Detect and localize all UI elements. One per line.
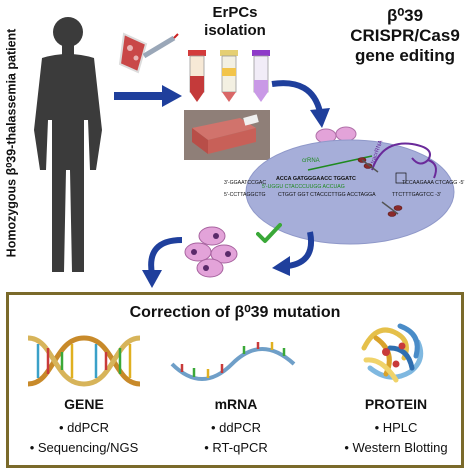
correction-title: Correction of β⁰39 mutation [129, 304, 341, 321]
bottom-strand-left: 5'-CCTTAGGCTG [224, 192, 266, 198]
protein-heading: PROTEIN [364, 396, 428, 412]
mrna-illustration [170, 342, 296, 381]
edited-cells [184, 226, 238, 278]
isolation-title-line1: ErPCs [212, 4, 258, 21]
tube-2 [220, 50, 238, 102]
editing-title-line3: gene editing [354, 46, 456, 65]
isolation-title-line2: isolation [204, 22, 266, 39]
dna-helix-illustration [27, 335, 141, 387]
check-icon [256, 223, 282, 243]
centrifuge-tubes [188, 50, 270, 102]
scissors-icon-bottom [381, 201, 403, 217]
protein-illustration [361, 323, 424, 383]
protein-item-hplc: • HPLC [374, 420, 418, 435]
mrna-item-rtqpcr: • RT-qPCR [204, 440, 268, 455]
editing-title-line2: CRISPR/Cas9 [350, 26, 460, 45]
pam-box [395, 172, 407, 184]
guide-sequence: 5'-UGGU CTACCCUUGG ACCUAG [262, 184, 345, 190]
arrow-to-edited-cells [272, 231, 314, 276]
tube-1 [188, 50, 206, 102]
arrow-to-editing [271, 80, 330, 128]
correction-panel [6, 292, 464, 468]
culture-flask [184, 110, 270, 160]
gene-heading: GENE [64, 396, 104, 412]
gene-item-sequencing: • Sequencing/NGS [29, 440, 139, 455]
blood-bag-syringe [118, 32, 179, 74]
mrna-item-ddpcr: • ddPCR [210, 420, 262, 435]
isolation-title: ErPCs isolation [175, 4, 295, 40]
top-strand-left: 3'-GGAATCCGAC [224, 180, 266, 186]
protein-item-western: • Western Blotting [344, 440, 448, 455]
arrow-to-correction [142, 237, 183, 288]
mrna-heading: mRNA [214, 396, 258, 412]
bottom-strand-right: TTCTTTGAGTCC -3' [392, 192, 441, 198]
top-strand-right: TCCAAGAAA CTCAGG -5' [402, 180, 464, 186]
editing-title: β⁰39 CRISPR/Cas9 gene editing [340, 6, 470, 66]
bottom-strand-mid: CTGGT GGT CTACCCTTGG ACCTAGGA [278, 192, 376, 198]
patient-label: Homozygous β⁰39-thalassemia patient [2, 8, 20, 278]
patient-label-text: Homozygous β⁰39-thalassemia patient [4, 28, 19, 258]
crispr-complex: tracrRNA crRNA 3'-GGAATCCGAC ACCA GATGGG… [224, 139, 464, 245]
crrna-label: crRNA [302, 158, 320, 164]
gene-item-ddpcr: • ddPCR [58, 420, 110, 435]
tube-3 [252, 50, 270, 102]
scissors-icon-top [357, 157, 379, 173]
patient-silhouette [34, 17, 102, 272]
editing-title-line1: β⁰39 [386, 6, 424, 25]
top-strand-mid: ACCA GATGGGAACC TGGATC [276, 176, 356, 182]
arrow-to-isolation [114, 85, 182, 107]
